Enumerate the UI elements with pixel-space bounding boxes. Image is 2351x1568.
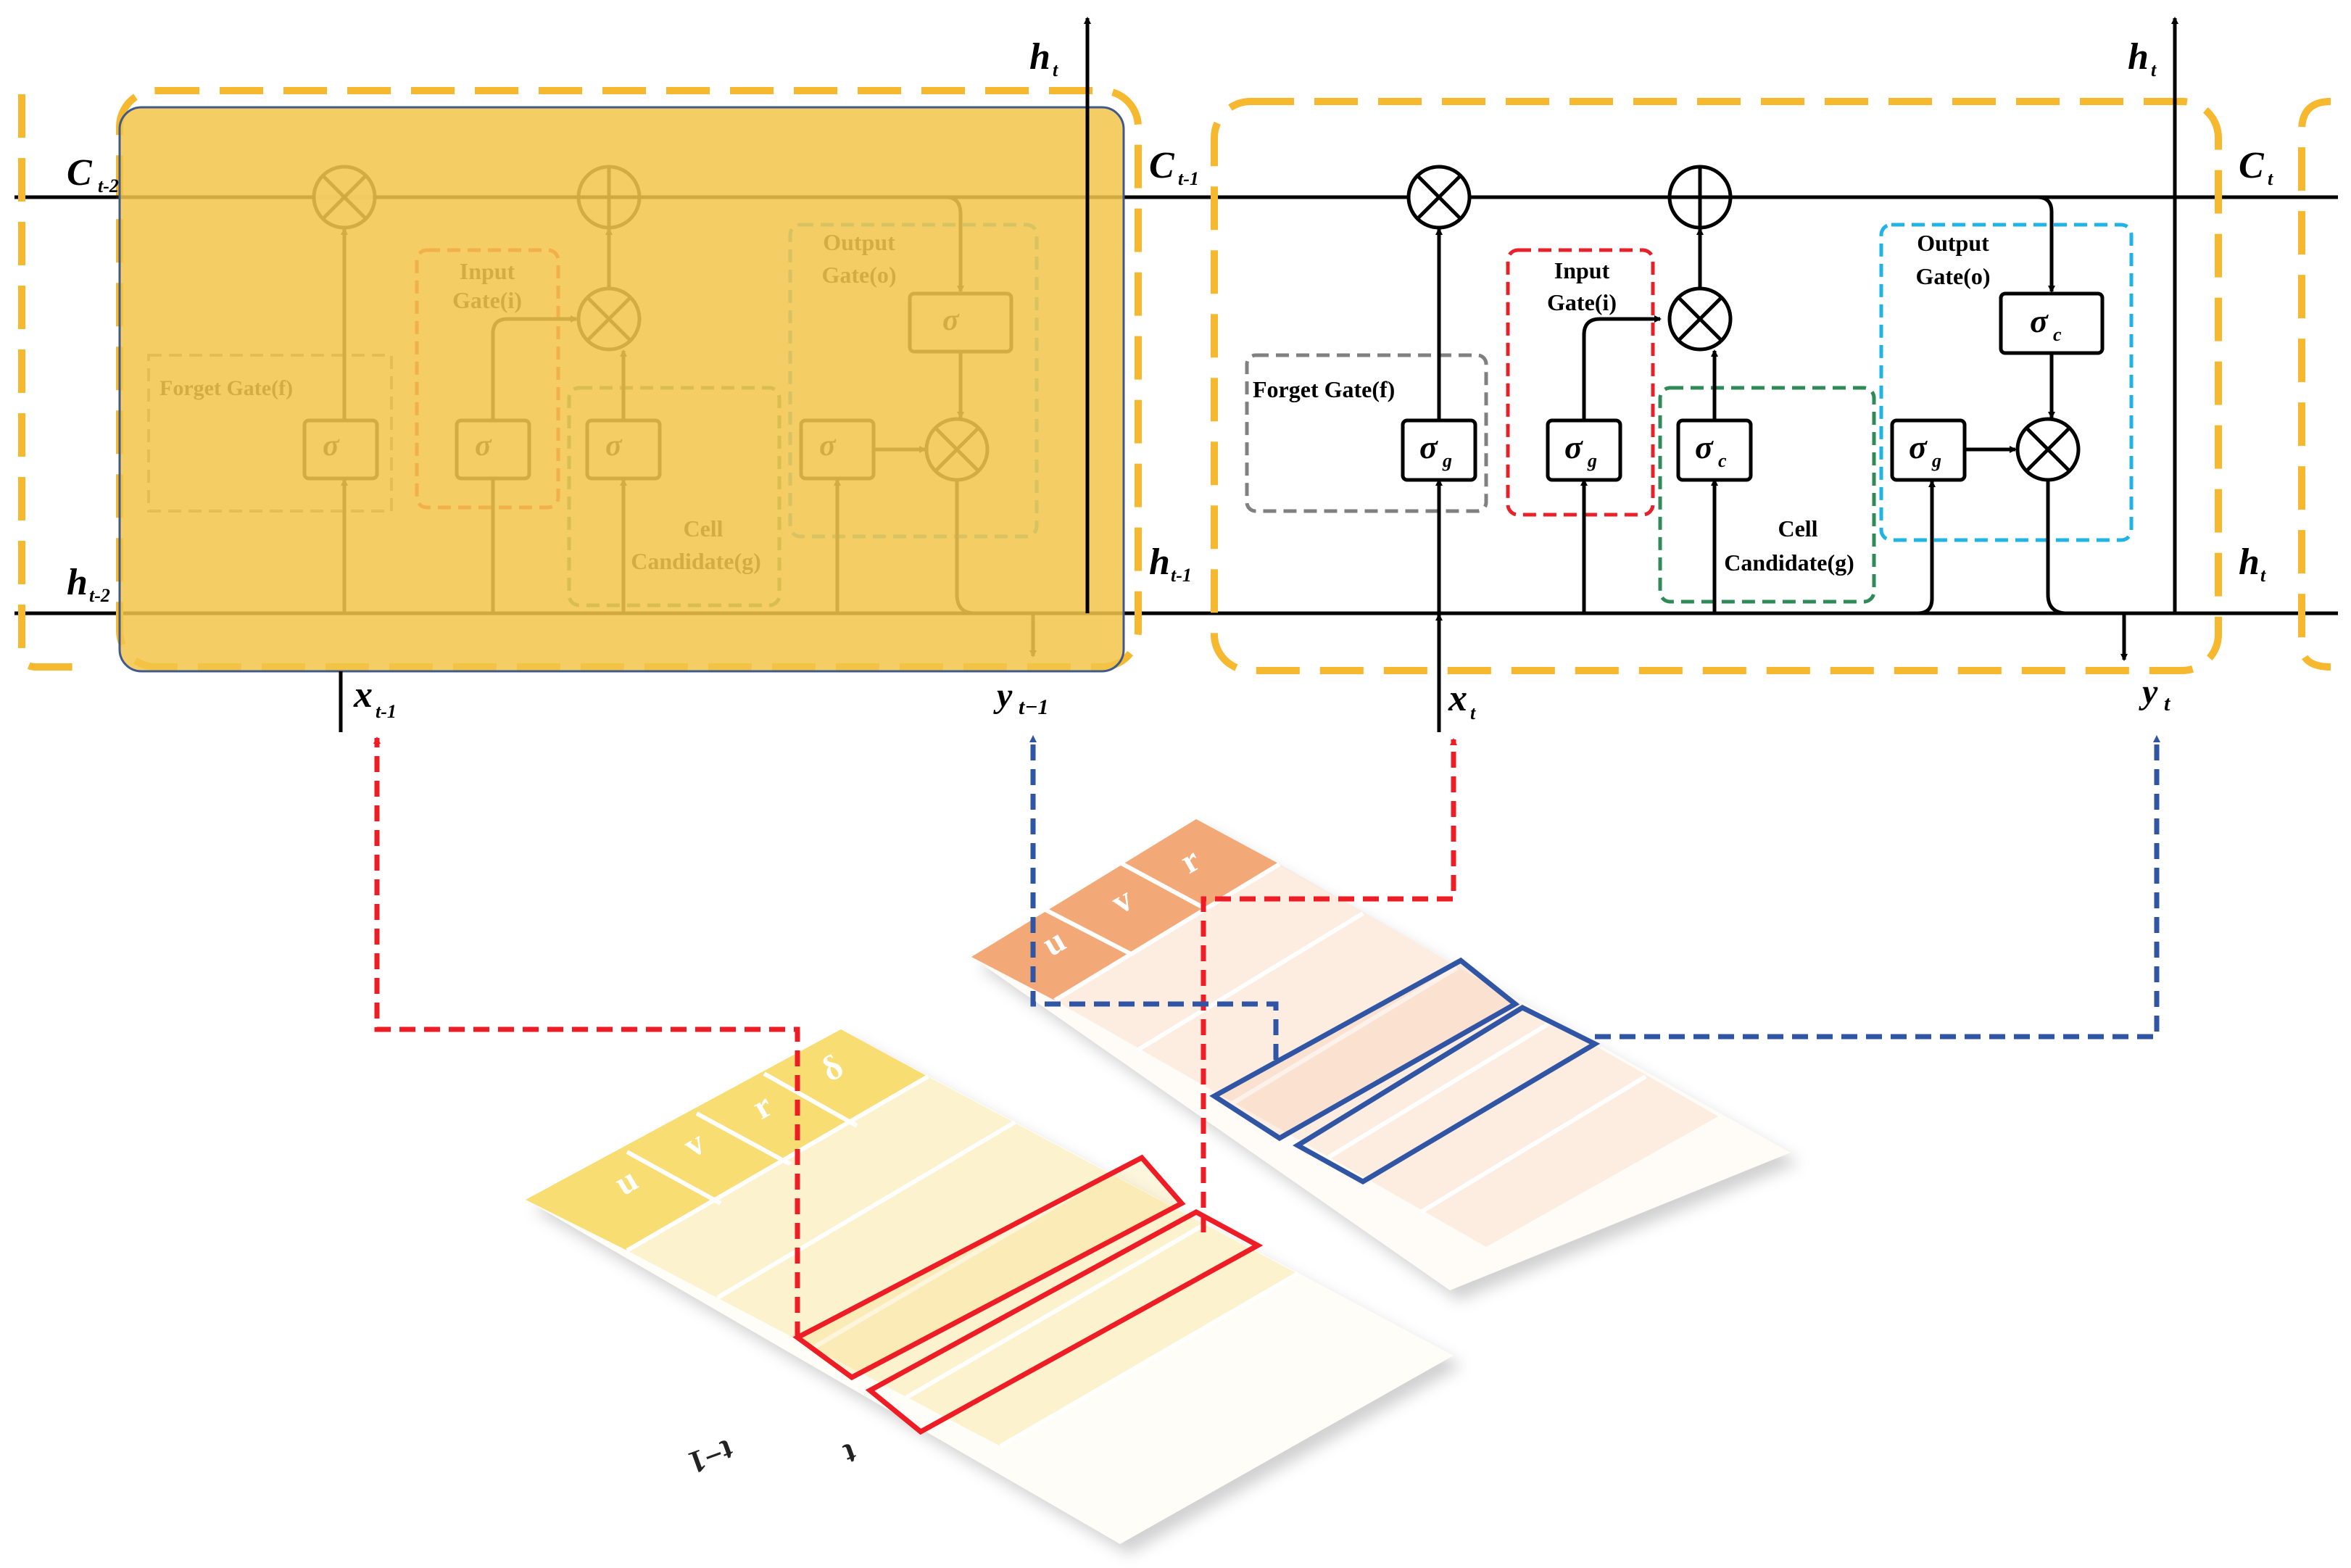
label-h-t-top-left: h	[1029, 36, 1050, 78]
label-y-t-sub: t	[2164, 692, 2171, 715]
prev-cell-io-lines	[339, 17, 1091, 732]
label-c-t2-sub: t-2	[98, 175, 119, 196]
sigma-c-symbol: σ	[2030, 302, 2049, 339]
left-table: u v r δ t−1 t	[526, 1029, 1462, 1554]
cell-candidate-box	[1658, 386, 1876, 604]
label-c-t1: C	[1149, 145, 1175, 186]
label-c-t2: C	[67, 152, 93, 194]
label-x-t: x	[1448, 678, 1467, 719]
row-label-t: t	[839, 1436, 861, 1473]
input-multiply-icon	[1670, 289, 1730, 349]
input-gate-label-2: Gate(i)	[1547, 289, 1617, 315]
label-c-t: C	[2239, 145, 2265, 186]
output-multiply-icon	[2018, 419, 2078, 480]
sigma-g-symbol: σ	[1695, 428, 1714, 465]
output-gate-label-2: Gate(o)	[1915, 263, 1990, 289]
label-x-t1-sub: t-1	[376, 701, 397, 722]
link-x-t	[1201, 738, 1457, 1232]
prev-cell-overlay	[118, 106, 1125, 673]
label-h-t2: h	[67, 562, 88, 603]
state-labels: C t-2 C t-1 C t h t-2 h t-1 h t h t h t …	[67, 36, 2273, 723]
label-h-t1-sub: t-1	[1171, 565, 1192, 586]
sigma-g-sub: c	[1718, 450, 1727, 471]
sigma-c-sub: c	[2053, 324, 2062, 345]
right-table: u v r	[971, 819, 1799, 1301]
sigma-input-box	[1546, 418, 1622, 482]
right-edge-cell-border	[2298, 98, 2331, 671]
sigma-o-symbol: σ	[1909, 428, 1928, 465]
sigma-i-symbol: σ	[1564, 428, 1583, 465]
current-cell-contents: Forget Gate(f) Input Gate(i) Cell Candid…	[1245, 17, 2178, 732]
output-gate-box	[1879, 223, 2134, 542]
label-h-t-top-left-sub: t	[1053, 59, 1058, 80]
sigma-output-box	[1890, 418, 1967, 482]
sigma-forget-box	[1401, 418, 1477, 482]
sigma-f-sub: g	[1442, 450, 1452, 471]
input-gate-box	[1506, 248, 1655, 517]
label-h-t-top-right: h	[2128, 36, 2149, 78]
sigma-cell-tanh-box	[1999, 291, 2105, 355]
cell-candidate-label-2: Candidate(g)	[1724, 549, 1854, 576]
cell-add-icon	[1670, 167, 1730, 228]
label-x-t1: x	[353, 674, 373, 715]
label-x-t-sub: t	[1470, 702, 1476, 723]
label-c-t-sub: t	[2268, 168, 2273, 189]
label-h-t-right-sub: t	[2260, 565, 2266, 586]
forget-gate-label: Forget Gate(f)	[1253, 376, 1395, 402]
forget-multiply-icon	[1409, 167, 1469, 228]
label-h-t-right: h	[2239, 542, 2260, 583]
label-h-t2-sub: t-2	[89, 585, 110, 606]
link-y-t	[1595, 735, 2160, 1040]
link-arrows	[373, 735, 2160, 1337]
forget-gate-box	[1245, 353, 1488, 513]
label-y-t1-sub: t−1	[1019, 695, 1049, 719]
label-h-t-top-right-sub: t	[2151, 59, 2157, 80]
label-y-t: y	[2139, 673, 2158, 711]
label-y-t1: y	[993, 676, 1013, 715]
left-edge-cell-border	[18, 94, 72, 671]
link-y-t1	[1029, 735, 1279, 1060]
row-label-t-1: t−1	[684, 1432, 739, 1481]
input-gate-label-1: Input	[1554, 257, 1610, 283]
sigma-candidate-box	[1676, 418, 1753, 482]
current-cell-border	[1211, 98, 2222, 674]
cell-candidate-label-1: Cell	[1778, 515, 1817, 542]
sigma-f-symbol: σ	[1419, 428, 1438, 465]
sigma-i-sub: g	[1587, 450, 1597, 471]
sigma-o-sub: g	[1931, 450, 1941, 471]
link-x-t1	[373, 737, 800, 1337]
label-c-t1-sub: t-1	[1178, 168, 1199, 189]
output-gate-label-1: Output	[1917, 230, 1989, 256]
label-h-t1: h	[1149, 542, 1170, 583]
